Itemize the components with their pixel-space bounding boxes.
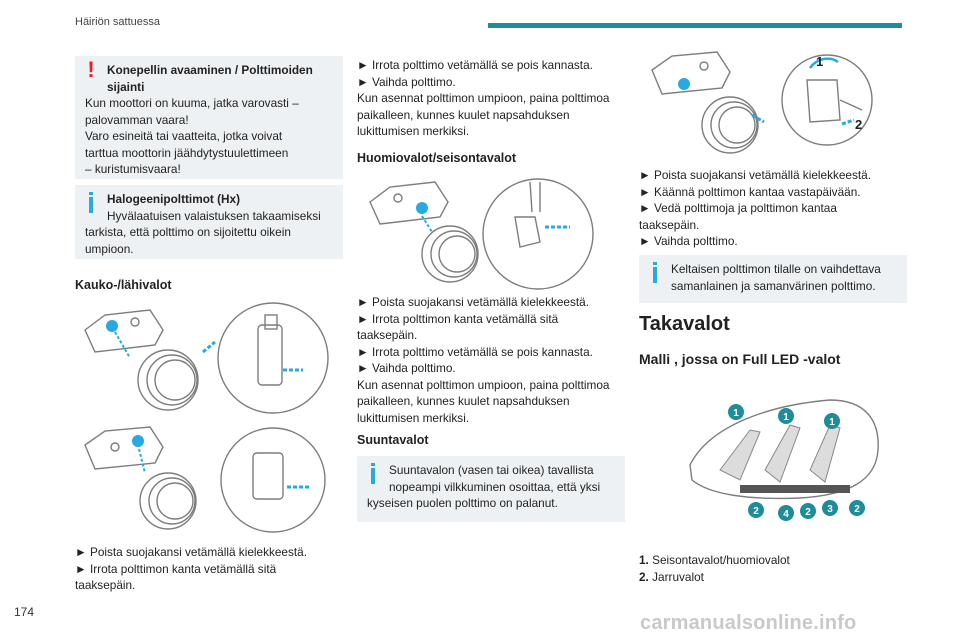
tail-callout-bottom: 2 xyxy=(805,507,811,518)
text-line: ► Irrota polttimon kanta vetämällä sitä xyxy=(357,311,559,326)
tail-light-illustration: 1 1 1 2 4 2 3 2 xyxy=(680,370,890,540)
huomio-heading: Huomiovalot/seisontavalot xyxy=(357,151,517,165)
warning-line: – kuristumisvaara! xyxy=(85,162,181,176)
halogen-box: Halogeenipolttimot (Hx) Hyvälaatuisen va… xyxy=(75,185,343,259)
halogen-line: umpioon. xyxy=(85,241,134,256)
col3-steps: ► Poista suojakansi vetämällä kielekkees… xyxy=(639,167,907,250)
yellow-bulb-info: Keltaisen polttimon tilalle on vaihdetta… xyxy=(639,255,907,303)
tail-callout-top: 1 xyxy=(829,417,835,428)
turn-signal-illustration xyxy=(642,50,902,158)
takavalot-subheading: Malli , jossa on Full LED -valot xyxy=(639,351,841,367)
tail-callout-bottom: 2 xyxy=(753,506,759,517)
warning-line: tarttua moottorin jäähdytystuulettimeen xyxy=(85,145,289,160)
text-line: ► Vaihda polttimo. xyxy=(639,234,738,248)
warning-box: ! Konepellin avaaminen / Polttimoiden si… xyxy=(75,56,343,179)
text-line: taaksepäin. xyxy=(357,328,418,342)
legend-item: 2. Jarruvalot xyxy=(639,569,907,586)
callout-1: 1 xyxy=(816,54,824,69)
legend-item: 1. Seisontavalot/huomiovalot xyxy=(639,552,907,569)
huomio-steps: ► Poista suojakansi vetämällä kielekkees… xyxy=(357,294,625,426)
step-line: ► Poista suojakansi vetämällä kielekkees… xyxy=(75,545,307,559)
halogen-line: tarkista, että polttimo on sijoitettu oi… xyxy=(85,225,291,239)
legend-text: Jarruvalot xyxy=(652,569,704,584)
legend-text: Seisontavalot/huomiovalot xyxy=(652,553,790,567)
callout-2: 2 xyxy=(855,117,863,132)
tail-callout-top: 1 xyxy=(783,412,789,423)
info-line: samanlainen ja samanvärinen polttimo. xyxy=(671,278,876,293)
text-line: ► Irrota polttimo vetämällä se pois kann… xyxy=(357,58,593,72)
warning-line: Kun moottori on kuuma, jatka varovasti – xyxy=(85,96,299,110)
watermark: carmanualsonline.info xyxy=(640,612,857,634)
header-accent-bar xyxy=(488,23,902,28)
tail-callout-bottom: 3 xyxy=(827,504,833,515)
text-line: lukittumisen merkiksi. xyxy=(357,410,470,425)
kauko-steps: ► Poista suojakansi vetämällä kielekkees… xyxy=(75,544,343,594)
text-line: ► Vaihda polttimo. xyxy=(357,361,456,375)
text-line: ► Vaihda polttimo. xyxy=(357,74,456,89)
text-line: ► Vedä polttimoja ja polttimon kantaa xyxy=(639,201,837,215)
halogen-info: Halogeenipolttimot (Hx) Hyvälaatuisen va… xyxy=(75,185,343,259)
warning-line: Varo esineitä tai vaatteita, jotka voiva… xyxy=(85,129,283,143)
page-number: 174 xyxy=(14,605,35,619)
legend-num: 2. xyxy=(639,569,649,584)
suunta-heading: Suuntavalot xyxy=(357,433,429,447)
section-title: Häiriön sattuessa xyxy=(75,16,160,28)
tail-callout-bottom: 4 xyxy=(783,509,789,520)
warning-exclamation-icon: ! xyxy=(87,57,95,82)
tail-callout-top: 1 xyxy=(733,408,739,419)
info-line: nopeampi vilkkuminen osoittaa, että yksi xyxy=(389,479,601,494)
text-line: ► Käännä polttimon kantaa vastapäivään. xyxy=(639,184,861,199)
legend-num: 1. xyxy=(639,553,649,567)
takavalot-heading: Takavalot xyxy=(639,313,730,335)
step-line: ► Irrota polttimon kanta vetämällä sitä xyxy=(75,561,277,576)
text-line: ► Poista suojakansi vetämällä kielekkees… xyxy=(639,168,871,182)
halogen-title: Halogeenipolttimot (Hx) xyxy=(107,192,241,206)
tail-callout-bottom: 2 xyxy=(854,504,860,515)
suunta-info: Suuntavalon (vasen tai oikea) tavallista… xyxy=(357,456,625,522)
info-line: Suuntavalon (vasen tai oikea) tavallista xyxy=(389,463,594,477)
text-line: paikalleen, kunnes kuulet napsahduksen xyxy=(357,394,570,408)
parking-light-illustration xyxy=(360,172,620,290)
takavalot-legend: 1. Seisontavalot/huomiovalot 2. Jarruval… xyxy=(639,552,907,585)
text-line: ► Irrota polttimo vetämällä se pois kann… xyxy=(357,344,593,359)
suunta-info-box: Suuntavalon (vasen tai oikea) tavallista… xyxy=(357,456,625,522)
text-line: taaksepäin. xyxy=(639,217,700,232)
step-line: taaksepäin. xyxy=(75,578,136,592)
text-line: paikalleen, kunnes kuulet napsahduksen xyxy=(357,107,570,122)
column-1: ! Konepellin avaaminen / Polttimoiden si… xyxy=(75,56,343,179)
kauko-heading: Kauko-/lähivalot xyxy=(75,278,172,292)
info-line: kyseisen puolen polttimo on palanut. xyxy=(367,496,558,510)
warning-line: palovamman vaara! xyxy=(85,112,189,127)
text-line: Kun asennat polttimon umpioon, paina pol… xyxy=(357,91,610,105)
info-line: Keltaisen polttimon tilalle on vaihdetta… xyxy=(671,262,881,276)
text-line: Kun asennat polttimon umpioon, paina pol… xyxy=(357,377,610,392)
text-line: lukittumisen merkiksi. xyxy=(357,124,470,138)
headlight-cover-illustration xyxy=(75,300,335,418)
warning-title: Konepellin avaaminen / Polttimoiden sija… xyxy=(107,63,313,94)
headlight-bulb-illustration xyxy=(75,425,335,535)
column-2-top: ► Irrota polttimo vetämällä se pois kann… xyxy=(357,57,625,140)
halogen-line: Hyvälaatuisen valaistuksen takaamiseksi xyxy=(107,208,321,223)
yellow-bulb-box: Keltaisen polttimon tilalle on vaihdetta… xyxy=(639,255,907,303)
text-line: ► Poista suojakansi vetämällä kielekkees… xyxy=(357,295,589,309)
